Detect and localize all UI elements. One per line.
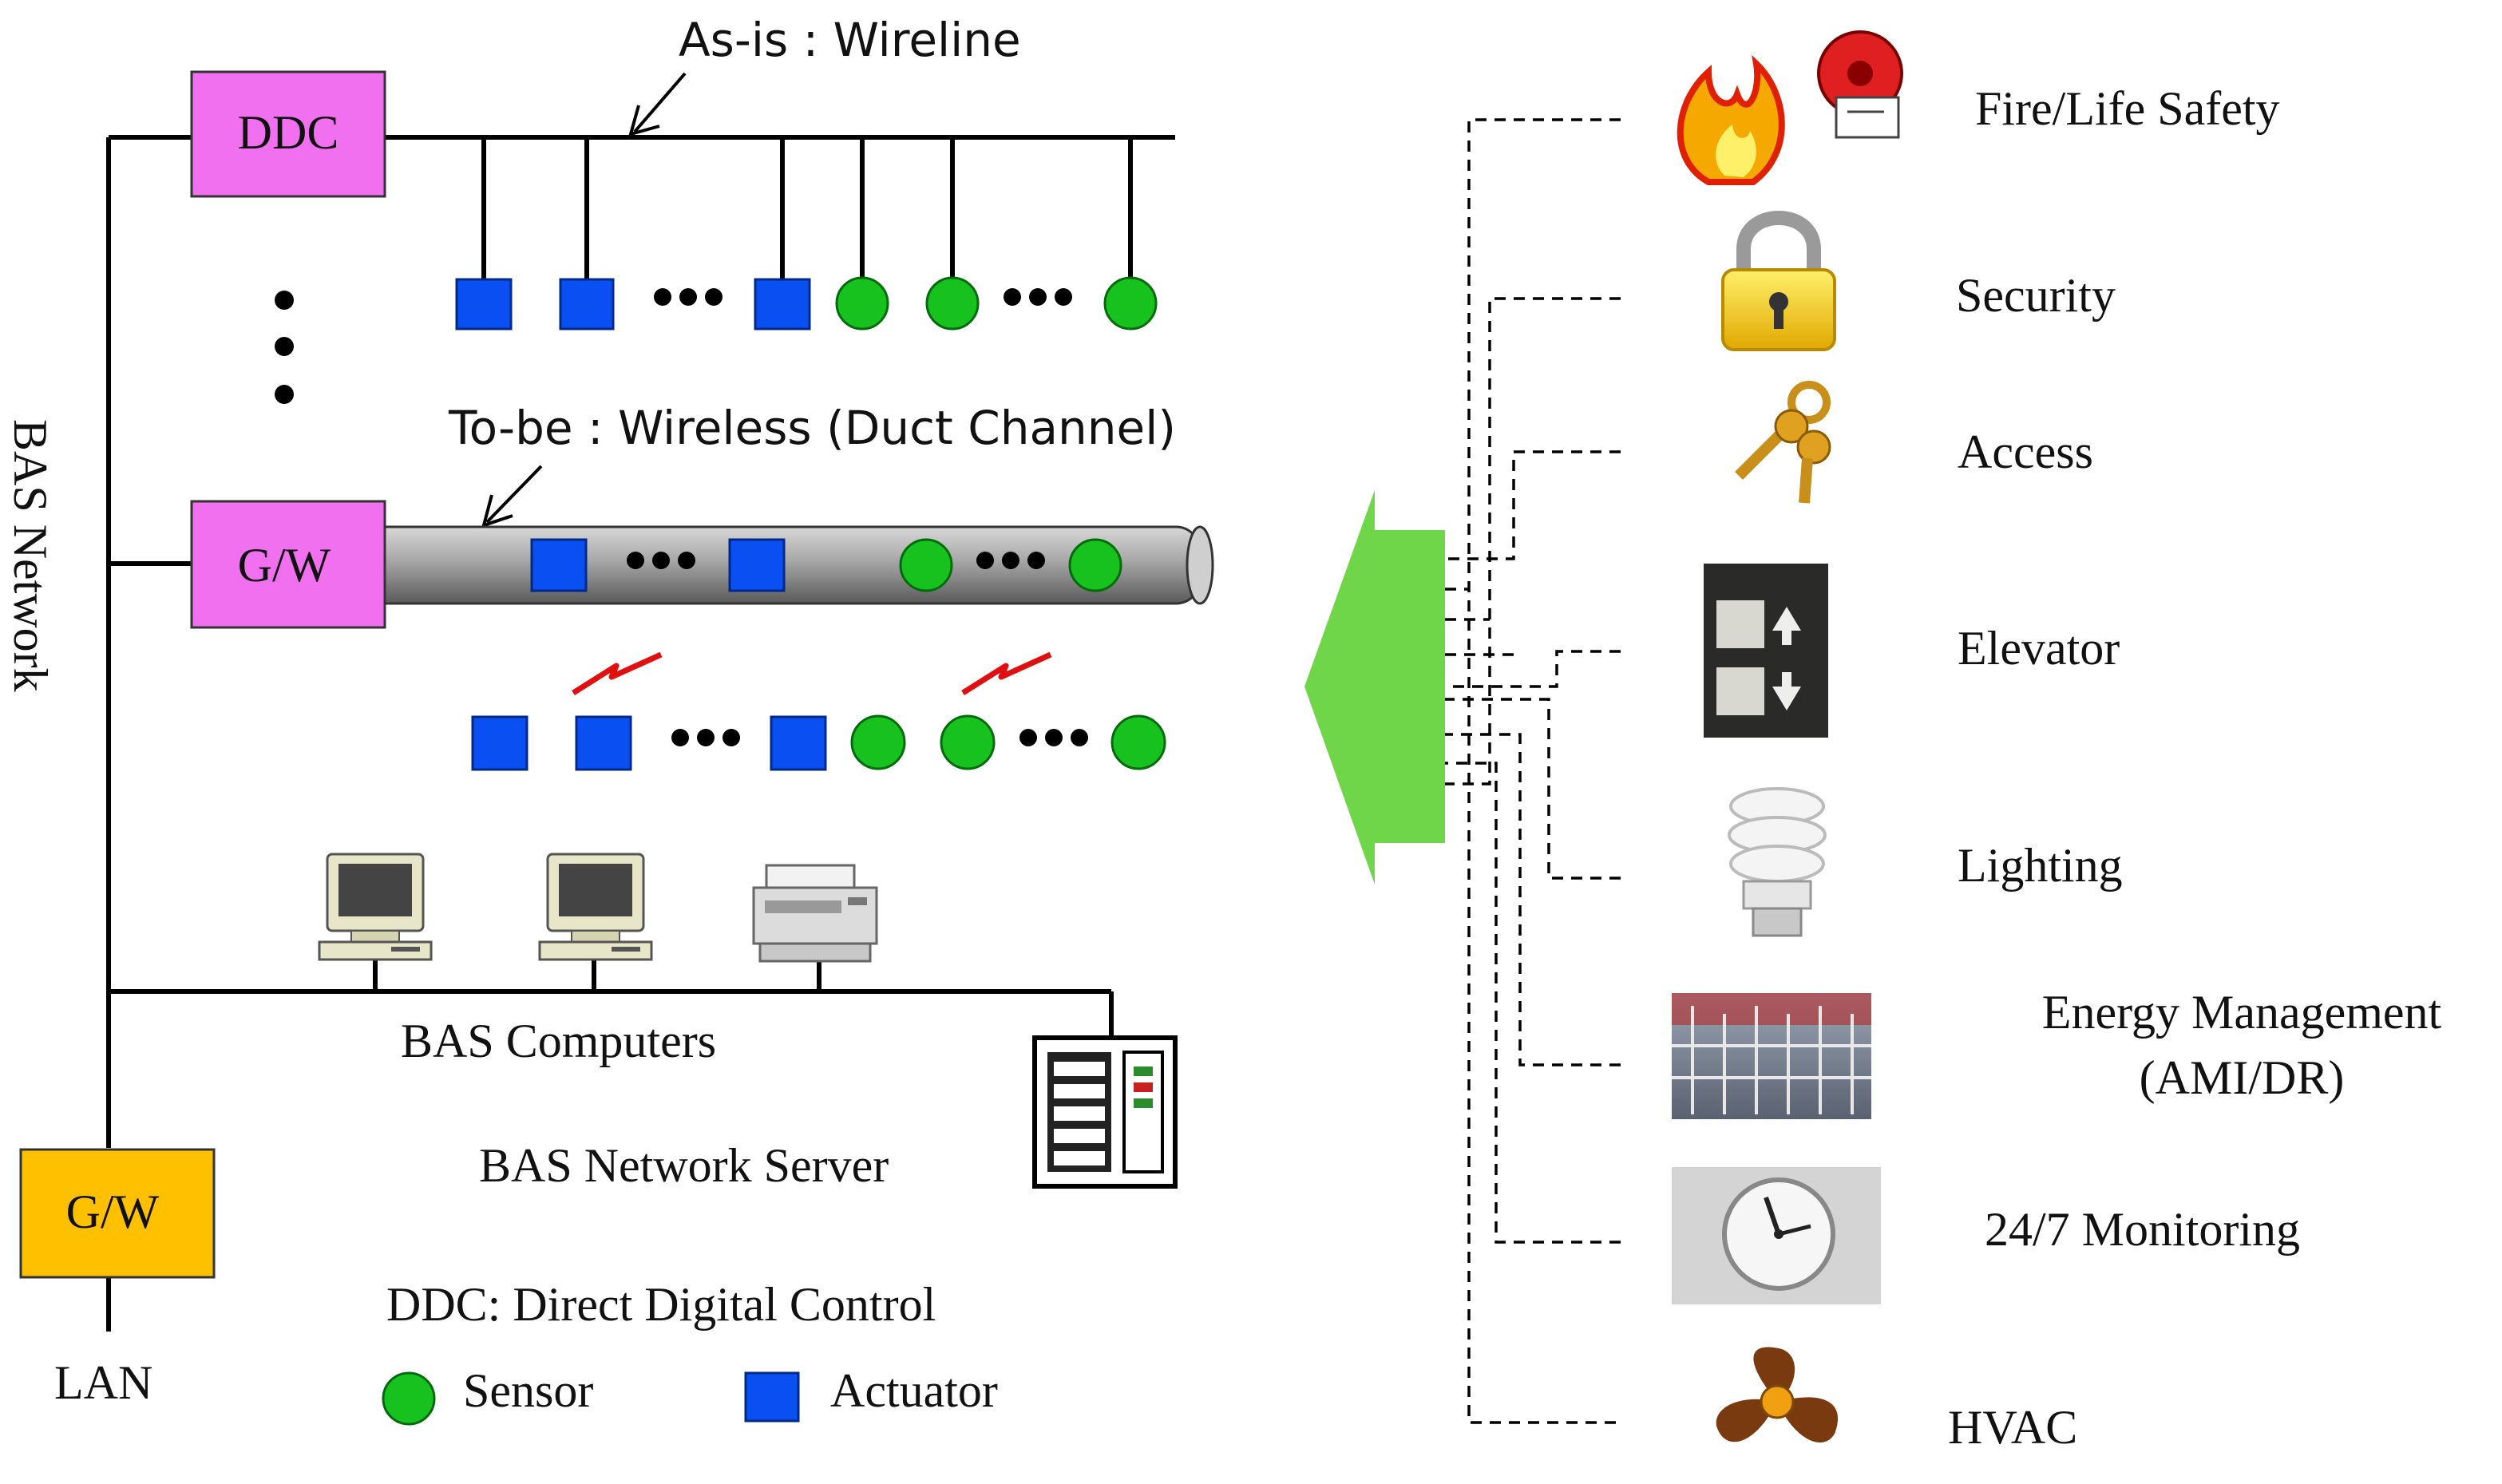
ddc-box-label: DDC: [238, 106, 339, 159]
duct-actuator-ellipsis: [627, 552, 695, 569]
keys-icon: [1735, 381, 1831, 504]
duct-sensor-2: [1068, 538, 1122, 592]
legend-sensor-swatch: [382, 1371, 436, 1426]
wireless-sensor-2: [940, 714, 996, 770]
system-label-energy-management: Energy Management: [2042, 986, 2442, 1039]
wireline-drops: [481, 137, 1133, 279]
gw-bottom-box: G/W: [19, 1148, 216, 1279]
fire-alarm-icon: [1677, 30, 1903, 185]
to-be-label: To-be : Wireless (Duct Channel): [448, 401, 1176, 455]
computer-icon: [538, 853, 653, 961]
wired-actuator-1: [455, 278, 513, 330]
system-label-elevator: Elevator: [1958, 622, 2120, 675]
integration-arrow: [1304, 490, 1445, 884]
gw-bottom-label: G/W: [66, 1185, 160, 1238]
system-label-security: Security: [1956, 269, 2116, 322]
legend-actuator-label: Actuator: [830, 1364, 998, 1417]
wired-sensor-1: [835, 276, 889, 330]
legend-sensor-label: Sensor: [463, 1364, 593, 1417]
ddc-definition: DDC: Direct Digital Control: [386, 1278, 936, 1331]
wireless-actuator-1: [471, 715, 529, 771]
wired-sensor-ellipsis: [1004, 288, 1072, 306]
duct-actuator-2: [728, 538, 786, 592]
wired-sensor-3: [1103, 276, 1158, 330]
system-label-hvac: HVAC: [1948, 1401, 2077, 1454]
system-label-lighting: Lighting: [1958, 839, 2123, 892]
computer-icon: [318, 853, 433, 961]
vertical-ellipsis: [275, 291, 294, 404]
system-label-fire-life-safety: Fire/Life Safety: [1975, 82, 2280, 135]
padlock-icon: [1721, 211, 1836, 351]
system-label-access: Access: [1958, 425, 2093, 478]
lan-label: LAN: [54, 1356, 152, 1409]
wireless-actuator-ellipsis: [671, 729, 740, 746]
as-is-label: As-is : Wireline: [679, 13, 1021, 67]
gw-top-label: G/W: [238, 539, 331, 592]
system-label-energy-management-sub: (AMI/DR): [2140, 1051, 2345, 1104]
bas-server-label: BAS Network Server: [479, 1139, 889, 1192]
power-grid-icon: [1672, 993, 1871, 1119]
duct-sensor-ellipsis: [976, 552, 1045, 569]
legend-actuator-swatch: [744, 1371, 800, 1423]
printer-icon: [752, 864, 878, 963]
wired-actuator-2: [559, 278, 615, 330]
wireless-signal-icon: [961, 651, 1052, 695]
clock-icon: [1672, 1167, 1881, 1304]
wireless-actuator-3: [770, 715, 827, 771]
cfl-bulb-icon: [1728, 787, 1827, 937]
ddc-box: DDC: [190, 70, 386, 198]
wireless-sensor-1: [850, 714, 906, 770]
wireless-sensor-3: [1110, 714, 1166, 770]
gw-top-box: G/W: [190, 500, 386, 629]
duct-sensor-1: [899, 538, 953, 592]
wireless-sensor-ellipsis: [1019, 729, 1088, 746]
bas-network-label: BAS Network: [4, 419, 57, 692]
to-be-pointer: [481, 465, 543, 528]
wireless-signal-icon: [572, 651, 663, 695]
fan-icon: [1716, 1347, 1839, 1443]
wireless-actuator-2: [575, 715, 632, 771]
system-label-monitoring: 24/7 Monitoring: [1985, 1203, 2300, 1256]
wired-actuator-ellipsis: [654, 288, 722, 306]
bas-computers-label: BAS Computers: [401, 1015, 716, 1067]
legend: Sensor Actuator: [382, 1364, 998, 1426]
as-is-pointer: [628, 72, 687, 137]
elevator-buttons-icon: [1704, 564, 1828, 738]
server-icon: [1032, 1035, 1178, 1189]
dashed-connectors: [1445, 118, 1621, 1424]
wired-sensor-2: [925, 276, 980, 330]
duct-actuator-1: [530, 538, 588, 592]
wired-actuator-3: [754, 278, 811, 330]
